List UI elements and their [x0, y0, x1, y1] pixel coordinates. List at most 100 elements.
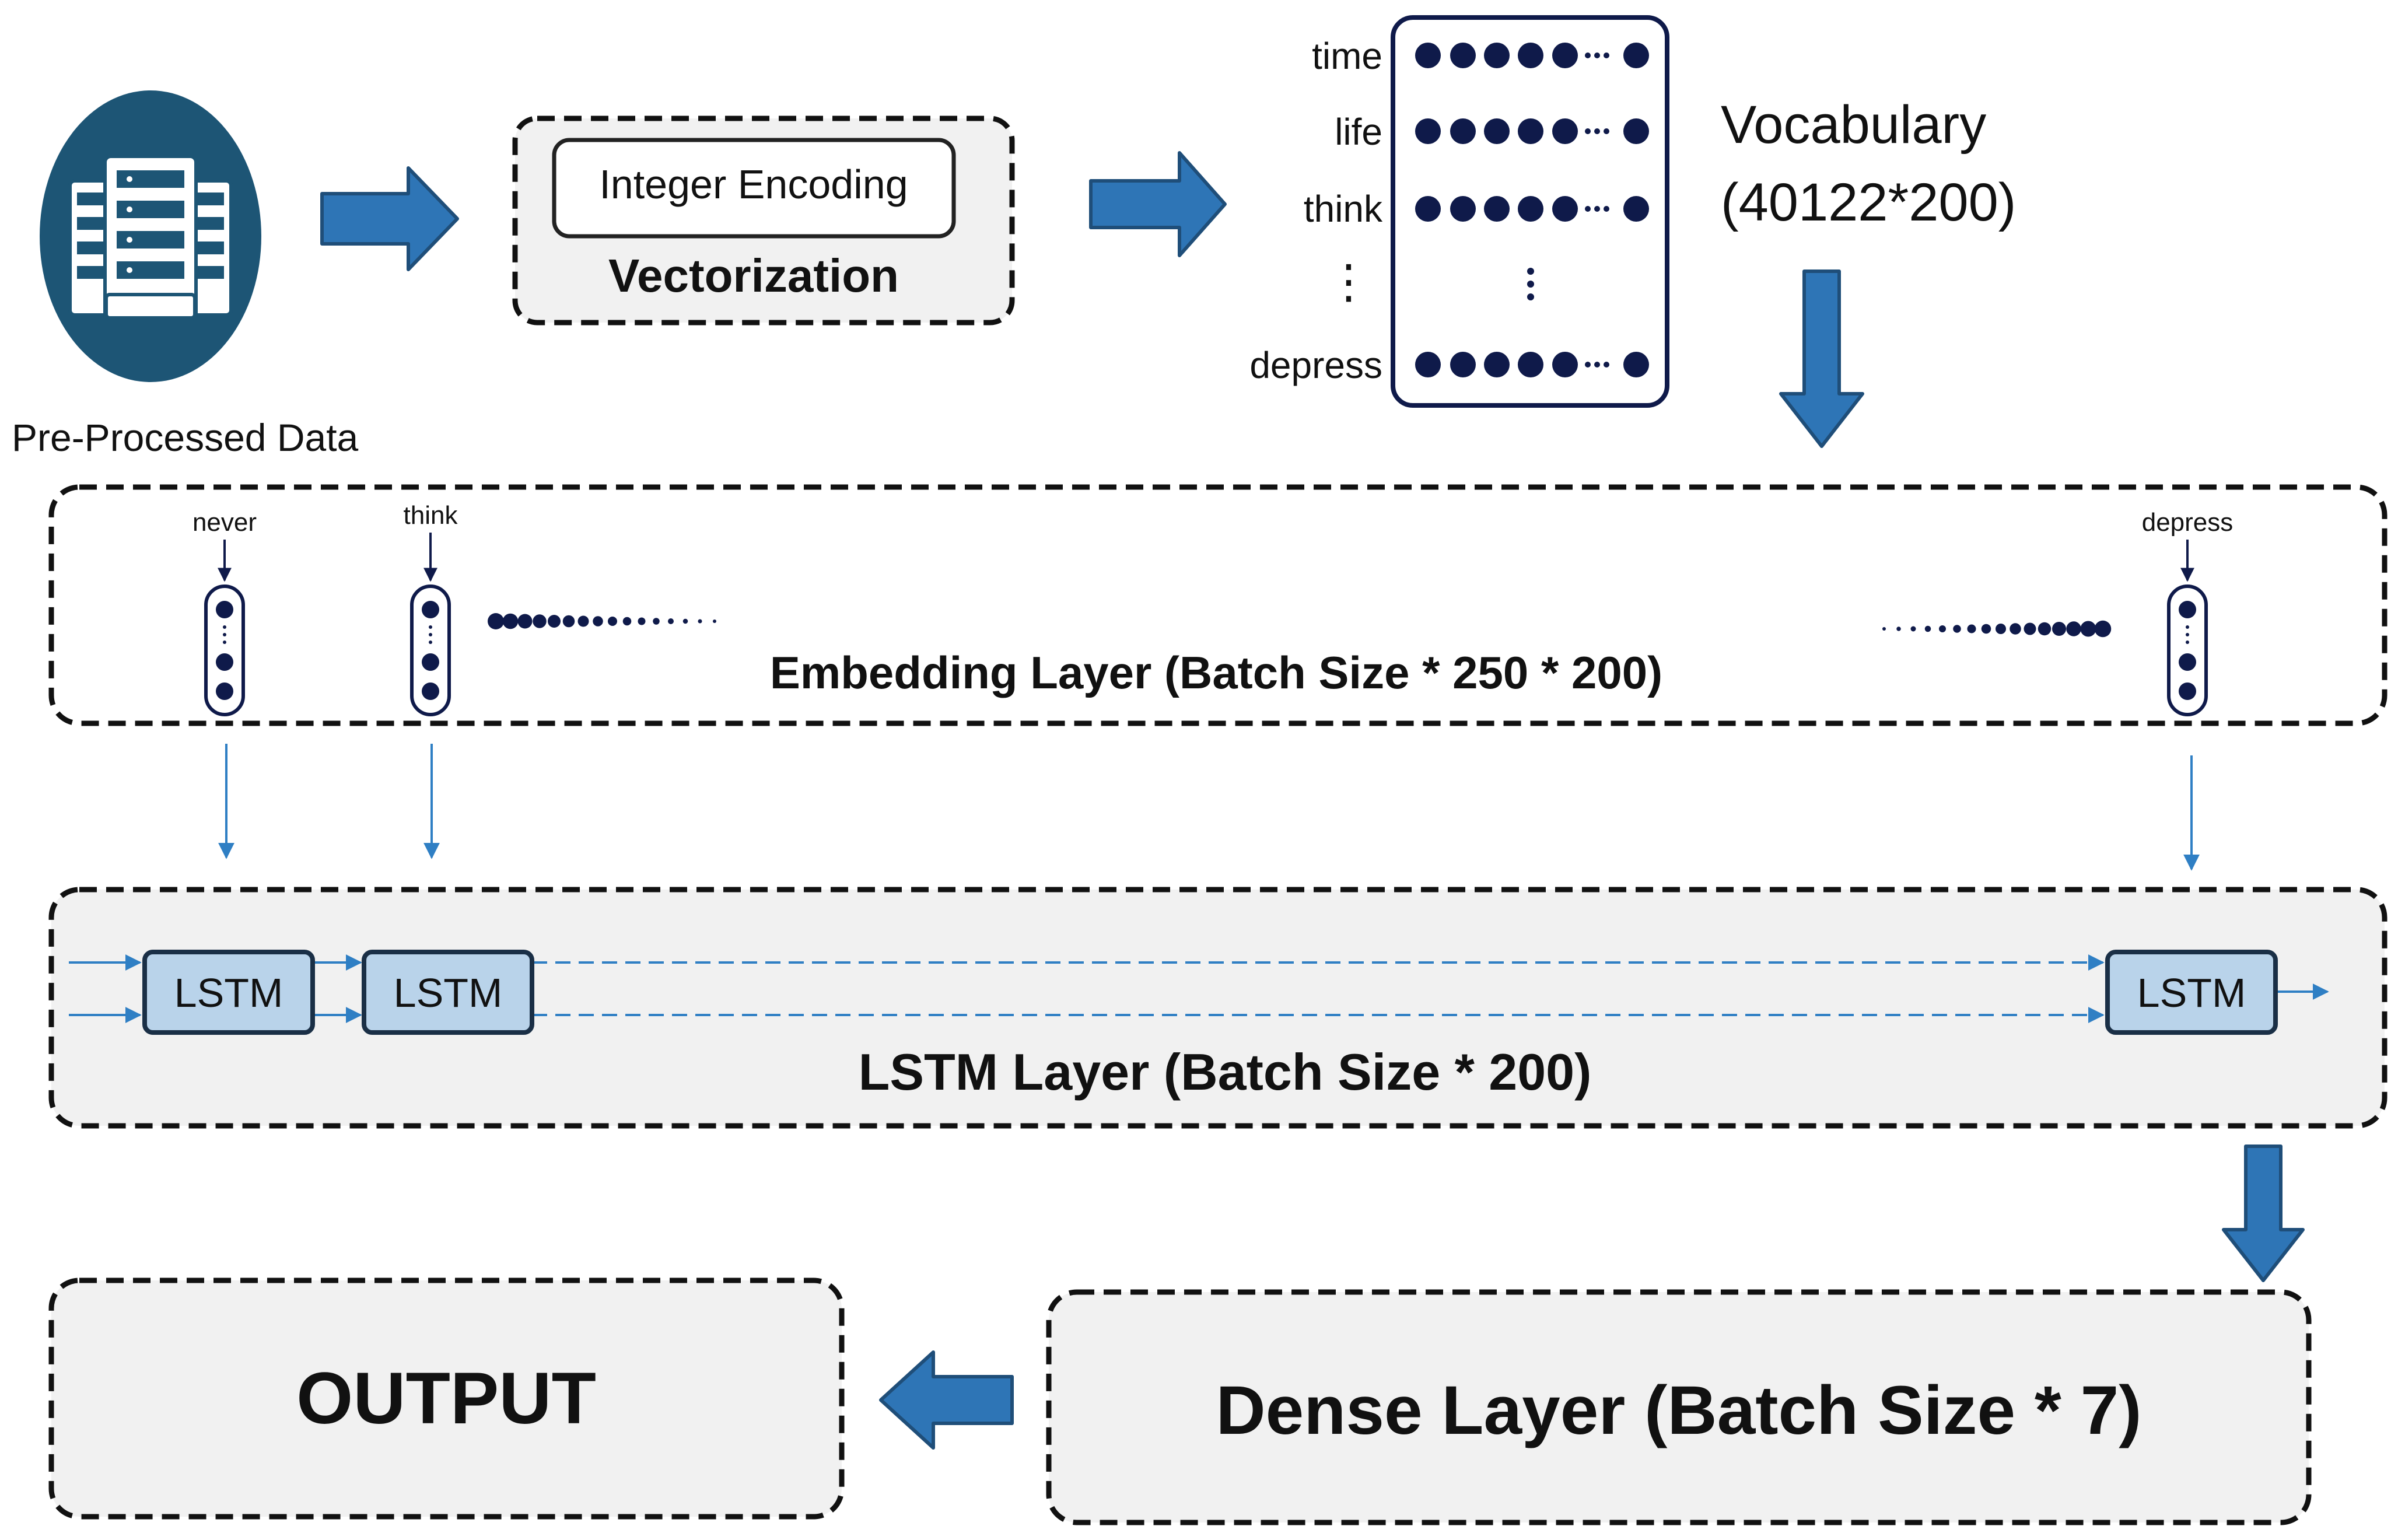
vector-dot — [216, 653, 233, 671]
capsule-outline — [204, 584, 245, 716]
vector-dot — [422, 682, 439, 700]
sequence-dot — [713, 620, 716, 623]
sequence-dot — [533, 614, 547, 628]
vector-dot — [1623, 43, 1649, 68]
ellipsis-dot — [1585, 362, 1591, 368]
sequence-dot — [1882, 627, 1886, 631]
sequence-dot — [1967, 624, 1976, 634]
vector-dot — [1450, 43, 1476, 68]
sequence-dot — [1996, 624, 2006, 634]
arrow-left-icon — [879, 1350, 1014, 1450]
sequence-dot — [682, 618, 688, 624]
vector-dot — [216, 601, 233, 618]
vector-dot — [1484, 118, 1510, 144]
vector-dot — [1484, 43, 1510, 68]
vocab-vector-row — [1415, 196, 1649, 222]
vector-dot — [1415, 352, 1441, 377]
sequence-dot — [608, 617, 617, 626]
vector-dot — [1518, 196, 1543, 222]
lstm-layer-title: LSTM Layer (Batch Size * 200) — [859, 1043, 1592, 1101]
sequence-dot — [2010, 623, 2021, 635]
vector-dot — [1484, 352, 1510, 377]
sequence-dot — [668, 618, 674, 624]
ellipsis-dot — [2186, 640, 2189, 644]
sequence-dot — [1910, 626, 1916, 632]
vocabulary-matrix: time life think ⋮ depress Vocabulary (40… — [1249, 15, 2016, 408]
lstm-layer: LSTM LSTM LSTM LSTM Layer (Batch Size * … — [48, 887, 2388, 1129]
vocabulary-dot-grid — [1415, 43, 1649, 377]
vocab-word-life: life — [1335, 111, 1382, 153]
vocab-word-time: time — [1312, 35, 1382, 77]
vector-dot — [2179, 601, 2196, 618]
vector-dot — [1415, 196, 1441, 222]
sequence-dot — [653, 618, 660, 625]
arrow-down-icon — [2222, 1144, 2305, 1282]
arrow-down-icon — [1779, 270, 1864, 448]
embedding-vector-capsule — [410, 533, 451, 716]
ellipsis-dot — [1594, 128, 1600, 134]
ellipsis-dot — [1585, 206, 1591, 212]
vocab-vertical-ellipsis-dots — [1527, 268, 1534, 300]
ellipsis-dot — [2186, 625, 2189, 629]
ellipsis-dot — [1527, 293, 1534, 300]
lstm-cell-label: LSTM — [394, 970, 503, 1016]
server-database-icon — [40, 90, 261, 382]
sequence-dots-right — [1882, 620, 2112, 638]
ellipsis-dot — [1585, 128, 1591, 134]
vector-dot — [1450, 196, 1476, 222]
lstm-cell-label: LSTM — [2137, 970, 2246, 1016]
ellipsis-dot — [429, 625, 432, 629]
lstm-cell-2: LSTM — [362, 950, 534, 1035]
ellipsis-dot — [1527, 268, 1534, 275]
output-box: OUTPUT — [48, 1278, 845, 1520]
ellipsis-dot — [1594, 362, 1600, 368]
vector-dot — [2179, 653, 2196, 671]
vector-dot — [1552, 118, 1578, 144]
vector-dot — [1623, 196, 1649, 222]
vocab-vector-row — [1415, 43, 1649, 68]
output-title: OUTPUT — [296, 1358, 596, 1439]
sequence-dot — [577, 615, 589, 627]
sequence-dot — [517, 614, 533, 629]
capsule-outline — [2167, 584, 2208, 716]
sequence-dot — [562, 615, 575, 628]
vector-dot — [1552, 352, 1578, 377]
ellipsis-dot — [1527, 281, 1534, 288]
vector-dot — [1623, 118, 1649, 144]
vocab-word-think: think — [1304, 188, 1383, 230]
sequence-dot — [1896, 626, 1901, 631]
embedding-token-vectors: never think depress — [192, 501, 2233, 716]
arrow-right-icon — [1089, 151, 1227, 257]
ellipsis-dot — [1594, 206, 1600, 212]
sequence-dot — [548, 615, 561, 628]
vector-dot — [1484, 196, 1510, 222]
embedding-to-lstm-connectors — [218, 744, 2200, 871]
ellipsis-dot — [1604, 52, 1609, 58]
sequence-dot — [488, 613, 504, 629]
sequence-dot — [2052, 622, 2066, 636]
embedding-token-never: never — [192, 508, 257, 537]
sequence-dot — [2024, 622, 2036, 635]
ellipsis-dot — [429, 640, 432, 644]
capsule-outline — [410, 584, 451, 716]
ellipsis-dot — [223, 640, 226, 644]
vocabulary-dims: (40122*200) — [1721, 173, 2016, 232]
vector-dot — [422, 653, 439, 671]
sequence-dot — [593, 616, 603, 626]
integer-encoding-label: Integer Encoding — [599, 162, 908, 207]
ellipsis-dot — [1604, 362, 1609, 368]
vocab-word-depress: depress — [1249, 344, 1382, 386]
ellipsis-dot — [429, 633, 432, 636]
dense-layer: Dense Layer (Batch Size * 7) — [1046, 1289, 2312, 1525]
vector-dot — [1450, 118, 1476, 144]
embedding-layer: never think depress Embedding Layer (Bat… — [48, 484, 2388, 726]
ellipsis-dot — [223, 625, 226, 629]
vector-dot — [1552, 43, 1578, 68]
sequence-dot — [2066, 621, 2081, 636]
vector-dot — [216, 682, 233, 700]
vector-dot — [1552, 196, 1578, 222]
vocab-vector-row — [1415, 118, 1649, 144]
sequence-dot — [2038, 622, 2052, 636]
sequence-dot — [2094, 620, 2112, 638]
vector-dot — [1518, 352, 1543, 377]
